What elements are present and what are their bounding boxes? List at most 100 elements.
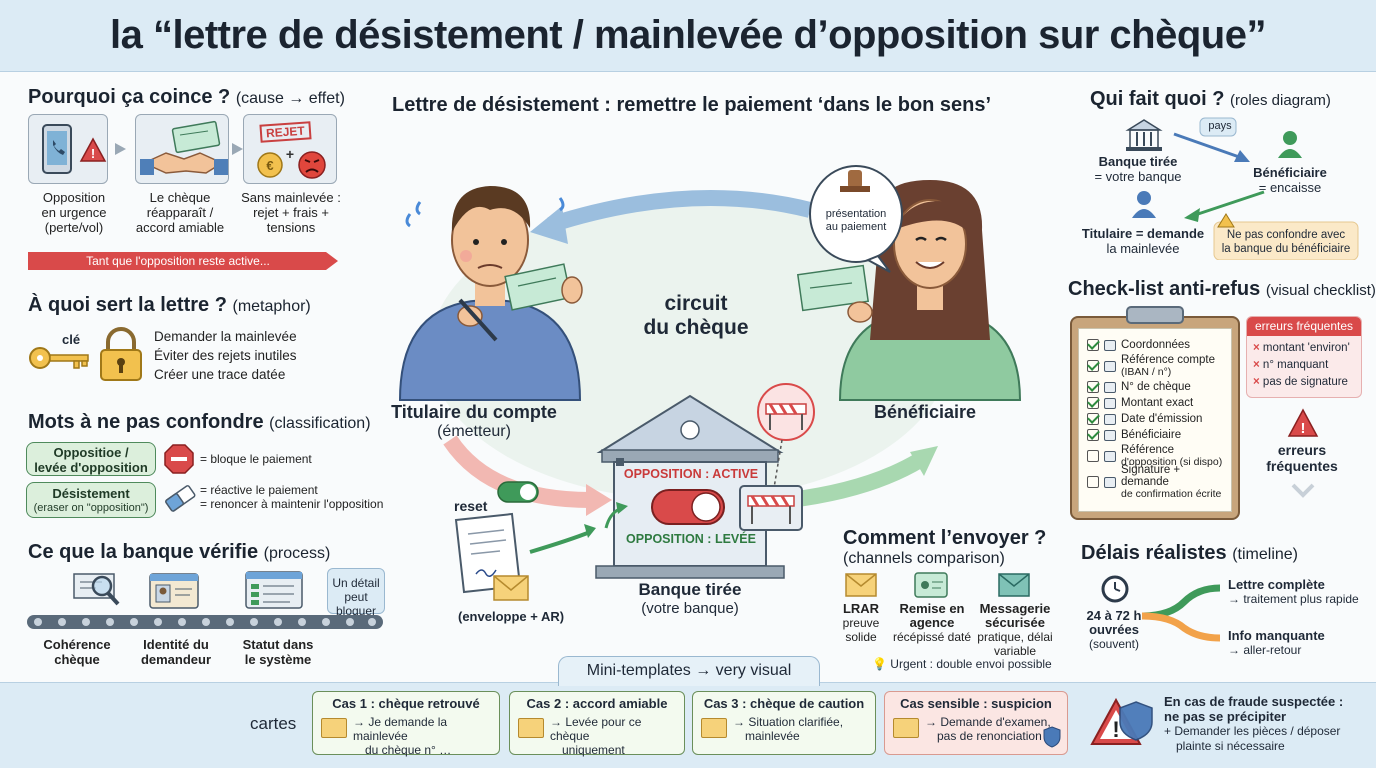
why-step-2-l1: Le chèque [149,190,211,205]
why-banner-text: Tant que l'opposition reste active... [86,254,270,268]
cheque-magnifier-icon [73,573,120,606]
error-item-1: × montant 'environ' [1253,342,1350,354]
delays-title: Délais réalistes (timeline) [1081,542,1298,565]
channel-2: Remise en agence récépissé daté [892,602,972,645]
template-card-sensitive-body: → Demande d'examen, pas de renonciation [925,715,1067,743]
envelope-icon [518,718,544,738]
checklist-item[interactable]: Date d'émission [1087,411,1231,427]
checked-checkbox-icon[interactable] [1087,413,1099,425]
errors-box: erreurs fréquentes × montant 'environ' ×… [1246,316,1362,398]
purpose-item-2: Éviter des rejets inutiles [154,348,297,363]
bank-check-step-1-l1: Cohérence [43,637,111,652]
channel-3-l4: variable [993,644,1037,658]
why-step-3-l3: tensions [266,220,316,235]
fraud-note-l1: En cas de fraude suspectée : [1164,694,1344,709]
bank-check-note: Un détail peut bloquer [327,568,385,618]
bank-check-title-text: Ce que la banque vérifie [28,541,259,563]
empty-checkbox-icon[interactable] [1087,476,1099,488]
words-title-text: Mots à ne pas confondre [28,411,264,433]
stop-icon [164,444,194,474]
empty-checkbox-icon[interactable] [1087,450,1099,462]
checklist-title: Check-list anti-refus (visual checklist) [1068,278,1376,301]
checked-checkbox-icon[interactable] [1087,381,1099,393]
fraud-note-l2: ne pas se précipiter [1164,709,1287,724]
checklist-item[interactable]: Référence compte(IBAN / n°) [1087,353,1231,379]
checklist-item-l2: de confirmation écrite [1121,488,1222,500]
channel-2-l2: agence [909,615,955,630]
checklist-item-l1: N° de chèque [1121,381,1191,393]
eraser-icon [165,485,196,512]
words-desc-2-l1: = réactive le paiement [200,483,318,497]
bubble-text: présentation au paiement [814,208,898,234]
svg-text:+: + [286,146,294,162]
channel-1-l2: preuve [842,616,880,630]
template-card-2[interactable]: Cas 2 : accord amiable → Levée pour ce c… [509,691,685,757]
checked-checkbox-icon[interactable] [1087,339,1099,351]
checked-checkbox-icon[interactable] [1087,397,1099,409]
delays-range-l1: 24 à 72 h [1086,608,1142,623]
checklist-item-l1: Bénéficiaire [1121,429,1182,441]
errors-head: erreurs fréquentes [1247,317,1361,336]
bank-check-step-1: Cohérence chèque [28,637,126,667]
delays-bad-l2: → aller-retour [1228,643,1302,657]
agency-receipt-icon [914,572,948,598]
checked-checkbox-icon[interactable] [1087,360,1099,372]
send-title: Comment l’envoyer ? (channels comparison… [843,527,1046,568]
send-title-text: Comment l’envoyer ? [843,527,1047,549]
checklist-item-label: Référence compte(IBAN / n°) [1121,354,1215,378]
field-icon [1104,476,1116,488]
why-title: Pourquoi ça coince ? (cause → effet) [28,86,345,109]
pill-desistement-l2: (eraser on "opposition") [33,502,149,514]
phone-alert-tile: ! [28,114,108,184]
channel-1: LRAR preuve solide [826,602,896,645]
checklist-item[interactable]: Montant exact [1087,395,1231,411]
template-card-3[interactable]: Cas 3 : chèque de caution → Situation cl… [692,691,876,755]
template-card-sensitive[interactable]: Cas sensible : suspicion → Demande d'exa… [884,691,1068,755]
header: la “lettre de désistement / mainlevée d’… [0,0,1376,72]
words-desc-2-l2: = renoncer à maintenir l'opposition [200,497,384,511]
envelope-icon [893,718,919,738]
templates-tab[interactable]: Mini-templates → very visual [558,656,820,686]
circuit-label-l2: du chèque [643,316,749,339]
stamp-bubble [809,165,903,273]
phone-alert-icon: ! [42,124,107,174]
reset-label: reset [454,498,488,514]
template-card-1[interactable]: Cas 1 : chèque retrouvé → Je demande la … [312,691,500,757]
checklist-item-l1: Référence compte [1121,354,1215,366]
template-card-1-body: → Je demande la mainlevée du chèque n° … [353,715,499,757]
urgent-note: 💡 Urgent : double envoi possible [872,657,1052,671]
svg-text:!: ! [91,146,95,161]
envelope-label: (enveloppe + AR) [458,609,565,624]
why-step-2-l3: accord amiable [135,220,225,235]
bank-check-step-3-l2: le système [244,652,312,667]
words-desc-1: = bloque le paiement [200,452,312,466]
checklist-item[interactable]: Bénéficiaire [1087,427,1231,443]
template-card-sensitive-title: Cas sensible : suspicion [900,696,1052,711]
key-icon [29,347,89,369]
delays-range: 24 à 72 h ouvrées (souvent) [1080,608,1148,652]
checklist-item[interactable]: Coordonnées [1087,337,1231,353]
errors-big-l1: erreurs [1277,442,1327,458]
template-card-2-title: Cas 2 : accord amiable [526,696,668,711]
bank-check-step-1-l2: chèque [54,652,100,667]
why-step-2: Le chèque réapparaît / accord amiable [128,190,232,235]
roles-subtitle: (roles diagram) [1230,92,1331,109]
checklist-item[interactable]: N° de chèque [1087,379,1231,395]
delays-bad-l1: Info manquante [1228,628,1325,643]
holder-icon [1132,191,1156,218]
purpose-subtitle: (metaphor) [232,298,311,315]
template-card-1-title: Cas 1 : chèque retrouvé [332,696,480,711]
beneficiary-label: Bénéficiaire [874,402,977,422]
checked-checkbox-icon[interactable] [1087,429,1099,441]
bank-check-step-2-l1: Identité du [143,637,209,652]
holder-label-l2: (émetteur) [437,423,511,440]
padlock-icon [100,327,142,381]
error-item-3: × pas de signature [1253,376,1348,388]
template-card-3-l1: → Situation clarifiée, [733,715,844,729]
channel-3-l2: sécurisée [985,615,1045,630]
bank-check-note-l1: Un détail [332,576,380,590]
why-step-2-l2: réapparaît / [146,205,214,220]
delays-bad: Info manquante → aller-retour [1228,628,1325,658]
